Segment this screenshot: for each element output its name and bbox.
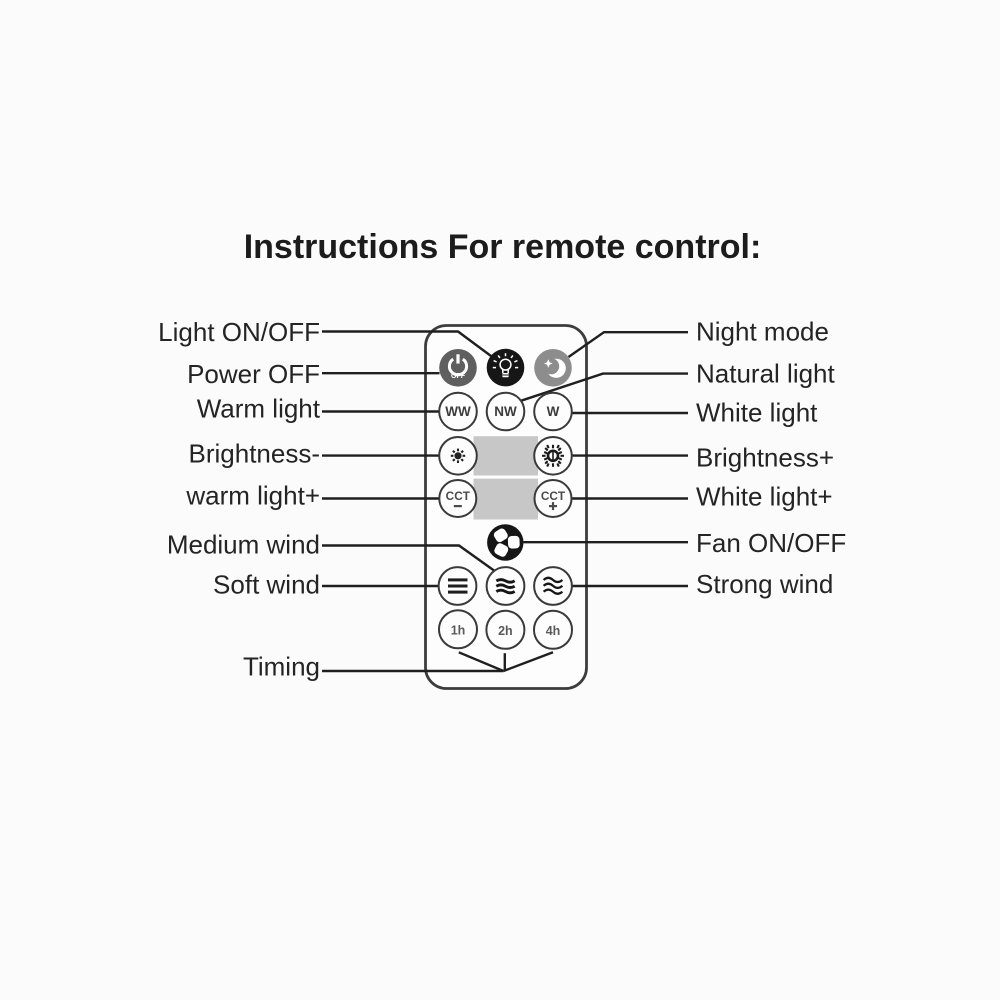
svg-text:Timing: Timing (243, 651, 320, 681)
svg-text:Instructions For remote contro: Instructions For remote control: (244, 228, 762, 266)
svg-text:W: W (547, 404, 560, 419)
svg-text:Light ON/OFF: Light ON/OFF (158, 317, 320, 347)
svg-text:Strong wind: Strong wind (696, 569, 833, 599)
svg-text:Medium wind: Medium wind (167, 530, 320, 560)
svg-text:Soft wind: Soft wind (213, 570, 320, 600)
svg-text:Brightness-: Brightness- (189, 438, 321, 468)
svg-text:NW: NW (494, 404, 517, 419)
svg-text:Power OFF: Power OFF (187, 359, 320, 389)
svg-text:Warm light: Warm light (197, 393, 321, 423)
svg-text:Night mode: Night mode (696, 317, 829, 347)
svg-text:CCT: CCT (541, 489, 566, 503)
svg-text:2h: 2h (498, 624, 513, 638)
svg-text:CCT: CCT (446, 489, 471, 503)
svg-text:WW: WW (445, 404, 471, 419)
svg-text:Brightness+: Brightness+ (696, 442, 834, 472)
svg-text:Fan ON/OFF: Fan ON/OFF (696, 528, 846, 558)
svg-text:White light+: White light+ (696, 482, 833, 512)
svg-text:OFF: OFF (451, 373, 466, 380)
svg-text:warm light+: warm light+ (185, 480, 320, 510)
svg-text:4h: 4h (546, 624, 561, 638)
svg-text:1h: 1h (451, 623, 466, 637)
svg-text:Natural light: Natural light (696, 358, 836, 388)
svg-text:White light: White light (696, 397, 818, 427)
